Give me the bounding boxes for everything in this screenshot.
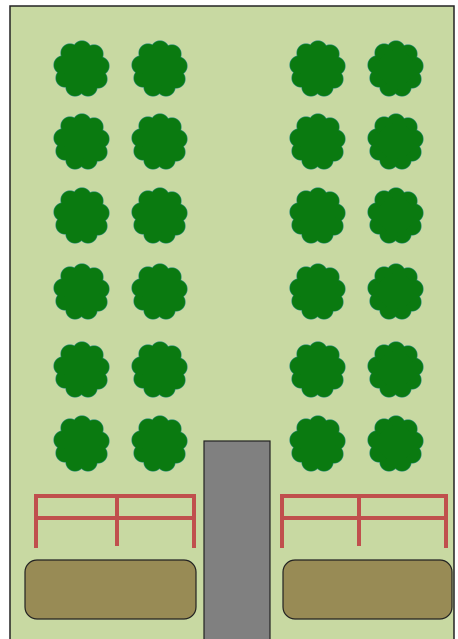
fence-left-post-2 — [115, 494, 119, 546]
hay-bale-left — [25, 560, 196, 619]
fence-right-post-3 — [444, 494, 448, 548]
fence-left-post-3 — [192, 494, 196, 548]
fence-right-post-1 — [280, 494, 284, 548]
fence-left-post-1 — [34, 494, 38, 548]
fence-right-post-2 — [357, 494, 361, 546]
road — [204, 441, 270, 639]
fence-right-top-rail — [280, 494, 448, 498]
fence-right-middle-rail — [280, 516, 448, 520]
hay-bale-right — [283, 560, 452, 619]
